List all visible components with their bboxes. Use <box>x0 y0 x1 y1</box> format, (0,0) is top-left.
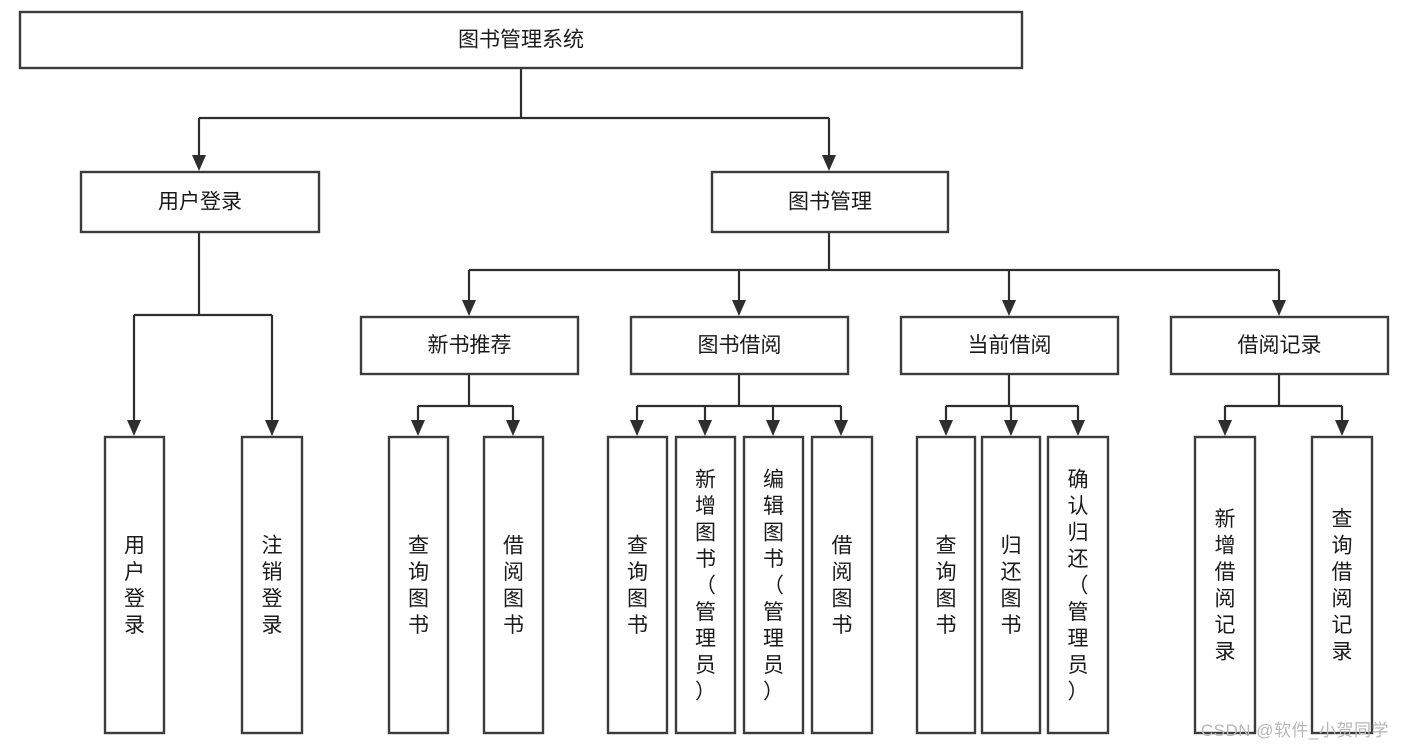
node-label: 查询图书 <box>408 535 429 638</box>
node-borrow-record[interactable]: 借阅记录 <box>1169 315 1390 376</box>
arrow-head-icon <box>732 300 746 316</box>
node-leaf-borrow-book-2[interactable]: 借阅图书 <box>810 435 874 735</box>
arrow-head-icon <box>766 420 780 436</box>
node-label: 注销登录 <box>262 535 283 638</box>
node-label: 归还图书 <box>1001 535 1022 638</box>
node-box-leaf[interactable] <box>240 435 304 735</box>
arrow-head-icon <box>1335 420 1349 436</box>
node-box-leaf[interactable] <box>1193 435 1257 735</box>
node-box-leaf[interactable] <box>1046 435 1110 735</box>
node-box-root[interactable] <box>18 10 1024 70</box>
node-box-level2[interactable] <box>1169 315 1390 376</box>
arrow-head-icon <box>462 300 476 316</box>
connector-group-record-to-leaves <box>1218 374 1349 436</box>
arrow-head-icon <box>1071 420 1085 436</box>
node-new-book-rec[interactable]: 新书推荐 <box>359 315 580 376</box>
node-box-level2[interactable] <box>629 315 850 376</box>
node-box-level2[interactable] <box>359 315 580 376</box>
node-layer: 图书管理系统用户登录图书管理新书推荐图书借阅当前借阅借阅记录用户登录注销登录查询… <box>18 10 1390 735</box>
node-label: 编辑图书（管理员） <box>763 468 784 703</box>
node-label: 图书管理 <box>788 191 872 214</box>
node-leaf-query-book-2[interactable]: 查询图书 <box>606 435 669 735</box>
node-label: 用户登录 <box>124 535 145 638</box>
connector-group-current-to-leaves <box>939 374 1085 436</box>
node-leaf-user-login[interactable]: 用户登录 <box>103 435 166 735</box>
node-box-leaf[interactable] <box>606 435 669 735</box>
arrow-head-icon <box>265 420 279 436</box>
node-leaf-logout[interactable]: 注销登录 <box>240 435 304 735</box>
connector-group-newbook-to-leaves <box>411 374 520 436</box>
node-label: 查询图书 <box>627 535 648 638</box>
node-box-leaf[interactable] <box>482 435 545 735</box>
node-box-leaf[interactable] <box>1310 435 1374 735</box>
node-box-level1[interactable] <box>710 170 950 234</box>
node-label: 借阅记录 <box>1238 334 1322 357</box>
node-root[interactable]: 图书管理系统 <box>18 10 1024 70</box>
node-box-leaf[interactable] <box>915 435 977 735</box>
csdn-watermark: CSDN @软件_小贺同学 <box>1200 721 1389 740</box>
node-label: 新增借阅记录 <box>1215 508 1236 664</box>
node-box-leaf[interactable] <box>103 435 166 735</box>
connector-group-root-to-level1 <box>192 68 836 171</box>
connector-group-level1-to-user-leaves <box>127 232 279 436</box>
node-box-leaf[interactable] <box>387 435 450 735</box>
node-box-level1[interactable] <box>79 170 321 234</box>
node-box-level2[interactable] <box>899 315 1120 376</box>
arrow-head-icon <box>939 420 953 436</box>
arrow-head-icon <box>1272 300 1286 316</box>
node-label: 图书借阅 <box>698 334 782 357</box>
node-label: 新增图书（管理员） <box>695 468 716 703</box>
node-box-leaf[interactable] <box>810 435 874 735</box>
node-user-login[interactable]: 用户登录 <box>79 170 321 234</box>
node-leaf-return-book[interactable]: 归还图书 <box>980 435 1042 735</box>
connector-group-level1-to-level2 <box>462 232 1286 316</box>
node-leaf-add-book[interactable]: 新增图书（管理员） <box>674 435 737 735</box>
node-leaf-query-record[interactable]: 查询借阅记录 <box>1310 435 1374 735</box>
node-leaf-confirm-return[interactable]: 确认归还（管理员） <box>1046 435 1110 735</box>
arrow-head-icon <box>506 420 520 436</box>
connector-layer <box>127 68 1349 436</box>
node-label: 借阅图书 <box>503 535 524 638</box>
node-label: 用户登录 <box>158 191 242 214</box>
node-leaf-query-book-3[interactable]: 查询图书 <box>915 435 977 735</box>
connector-group-borrow-to-leaves <box>630 374 848 436</box>
arrow-head-icon <box>822 155 836 171</box>
node-book-manage[interactable]: 图书管理 <box>710 170 950 234</box>
node-label: 查询借阅记录 <box>1332 508 1353 664</box>
arrow-head-icon <box>411 420 425 436</box>
node-label: 借阅图书 <box>832 535 853 638</box>
arrow-head-icon <box>1218 420 1232 436</box>
node-label: 新书推荐 <box>428 334 512 357</box>
node-book-borrow[interactable]: 图书借阅 <box>629 315 850 376</box>
node-label: 查询图书 <box>936 535 957 638</box>
node-label: 确认归还（管理员） <box>1068 468 1089 703</box>
node-leaf-edit-book[interactable]: 编辑图书（管理员） <box>742 435 805 735</box>
arrow-head-icon <box>698 420 712 436</box>
arrow-head-icon <box>1004 420 1018 436</box>
arrow-head-icon <box>1002 300 1016 316</box>
arrow-head-icon <box>834 420 848 436</box>
node-leaf-borrow-book-1[interactable]: 借阅图书 <box>482 435 545 735</box>
node-box-leaf[interactable] <box>742 435 805 735</box>
node-box-leaf[interactable] <box>674 435 737 735</box>
node-leaf-add-record[interactable]: 新增借阅记录 <box>1193 435 1257 735</box>
node-label: 当前借阅 <box>968 334 1052 357</box>
node-label: 图书管理系统 <box>458 29 584 52</box>
arrow-head-icon <box>192 155 206 171</box>
node-current-borrow[interactable]: 当前借阅 <box>899 315 1120 376</box>
arrow-head-icon <box>127 420 141 436</box>
node-box-leaf[interactable] <box>980 435 1042 735</box>
arrow-head-icon <box>630 420 644 436</box>
node-leaf-query-book-1[interactable]: 查询图书 <box>387 435 450 735</box>
